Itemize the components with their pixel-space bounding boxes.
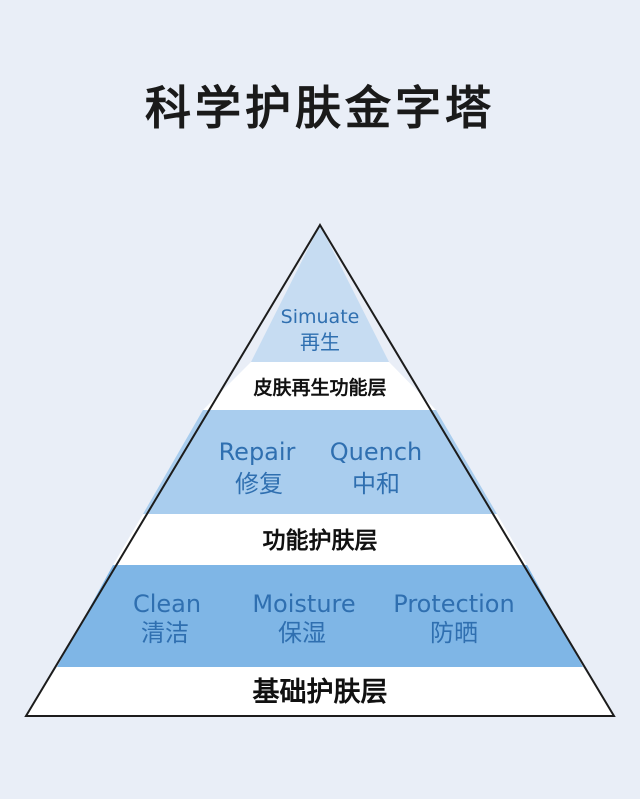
tier-bottom-item-en: Moisture	[252, 590, 355, 618]
tier-bottom-shape	[57, 565, 583, 667]
tier-middle-item-en: Quench	[330, 438, 422, 466]
tier-top-item-en: Simuate	[281, 306, 360, 328]
tier-bottom-item-zh: 防晒	[430, 619, 478, 647]
band-top-label: 皮肤再生功能层	[253, 376, 386, 399]
page-title: 科学护肤金字塔	[145, 81, 495, 135]
tier-bottom-item-zh: 清洁	[141, 619, 189, 647]
tier-top-shape	[251, 225, 389, 362]
band-top-band	[203, 362, 436, 410]
tier-middle-shape	[143, 410, 497, 514]
tier-bottom-item-zh: 保湿	[278, 619, 326, 647]
tier-middle-item-zh: 中和	[352, 470, 400, 498]
tier-bottom-item-en: Clean	[133, 590, 201, 618]
band-middle-label: 功能护肤层	[263, 527, 378, 554]
tier-top-item-zh: 再生	[300, 330, 340, 354]
band-bottom-label: 基础护肤层	[253, 677, 388, 708]
tier-middle-item-zh: 修复	[235, 470, 283, 498]
tier-middle-item-en: Repair	[219, 438, 296, 466]
tier-bottom-item-en: Protection	[393, 590, 514, 618]
pyramid-outline	[24, 223, 616, 717]
band-middle-band	[113, 514, 527, 565]
band-bottom-band	[26, 667, 614, 716]
